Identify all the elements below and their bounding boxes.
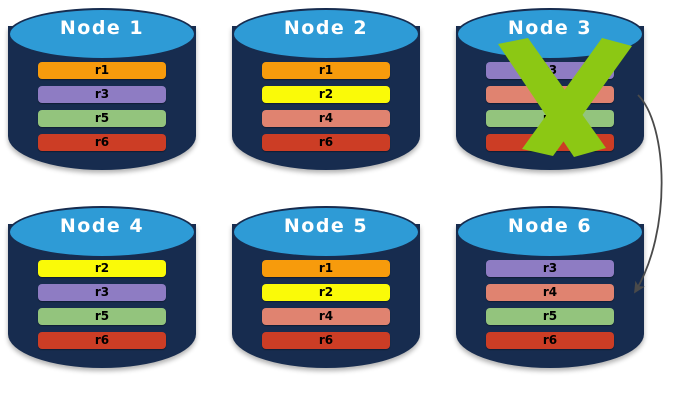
- record-item[interactable]: r5: [38, 308, 166, 325]
- record-item[interactable]: r2: [262, 284, 390, 301]
- cylinder-top: [8, 8, 196, 60]
- record-list: r3 r4 r5 r6: [486, 260, 614, 349]
- node-1[interactable]: Node 1 r1 r3 r5 r6: [8, 8, 196, 188]
- record-item[interactable]: r6: [38, 134, 166, 151]
- cylinder-top: [8, 206, 196, 258]
- record-item[interactable]: r4: [486, 284, 614, 301]
- record-item[interactable]: r3: [38, 284, 166, 301]
- node-3[interactable]: Node 3 r3 r4 r5 r6: [456, 8, 644, 188]
- record-item[interactable]: r4: [262, 110, 390, 127]
- record-item[interactable]: r4: [486, 86, 614, 103]
- record-item[interactable]: r3: [486, 62, 614, 79]
- record-list: r2 r3 r5 r6: [38, 260, 166, 349]
- record-item[interactable]: r1: [38, 62, 166, 79]
- record-list: r1 r2 r4 r6: [262, 260, 390, 349]
- record-item[interactable]: r1: [262, 62, 390, 79]
- record-item[interactable]: r6: [486, 332, 614, 349]
- record-item[interactable]: r6: [262, 134, 390, 151]
- node-4[interactable]: Node 4 r2 r3 r5 r6: [8, 206, 196, 386]
- node-2[interactable]: Node 2 r1 r2 r4 r6: [232, 8, 420, 188]
- record-item[interactable]: r5: [486, 308, 614, 325]
- record-item[interactable]: r3: [486, 260, 614, 277]
- node-5[interactable]: Node 5 r1 r2 r4 r6: [232, 206, 420, 386]
- record-item[interactable]: r2: [38, 260, 166, 277]
- cylinder-top: [456, 8, 644, 60]
- record-item[interactable]: r5: [38, 110, 166, 127]
- record-list: r3 r4 r5 r6: [486, 62, 614, 151]
- record-item[interactable]: r6: [262, 332, 390, 349]
- record-item[interactable]: r3: [38, 86, 166, 103]
- record-item[interactable]: r5: [486, 110, 614, 127]
- record-item[interactable]: r1: [262, 260, 390, 277]
- cylinder-top: [456, 206, 644, 258]
- node-6[interactable]: Node 6 r3 r4 r5 r6: [456, 206, 644, 386]
- record-item[interactable]: r6: [486, 134, 614, 151]
- cylinder-top: [232, 8, 420, 60]
- cylinder-top: [232, 206, 420, 258]
- record-list: r1 r2 r4 r6: [262, 62, 390, 151]
- record-item[interactable]: r2: [262, 86, 390, 103]
- record-item[interactable]: r4: [262, 308, 390, 325]
- record-list: r1 r3 r5 r6: [38, 62, 166, 151]
- record-item[interactable]: r6: [38, 332, 166, 349]
